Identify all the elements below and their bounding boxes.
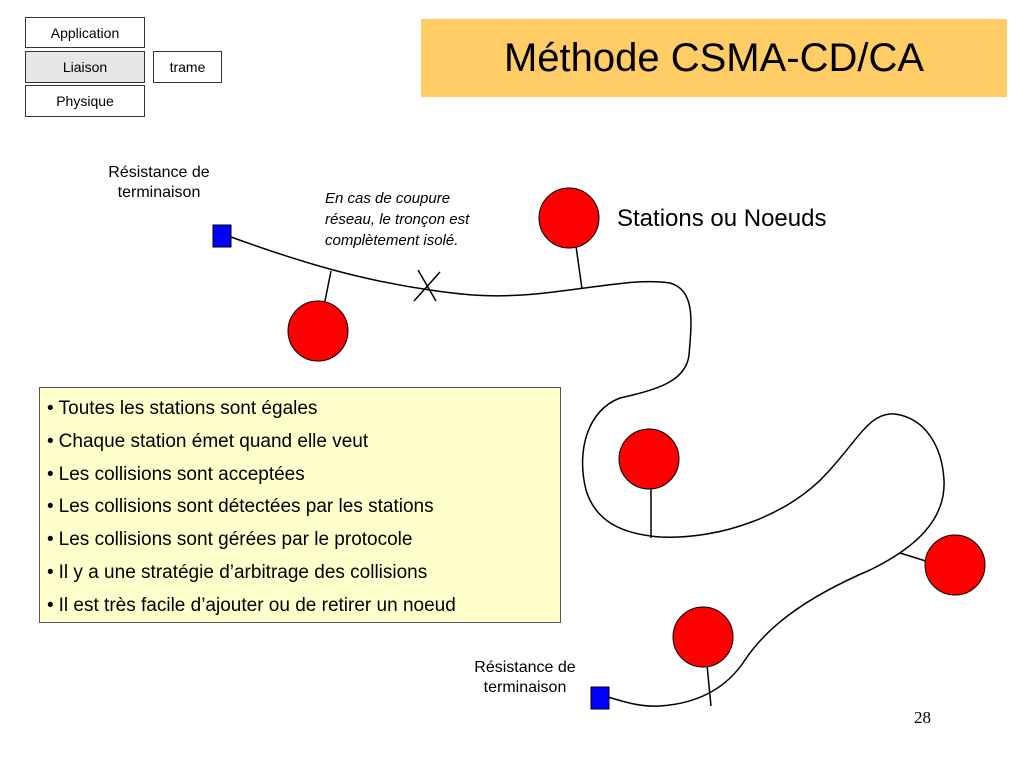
termination-label-bottom-line-2: terminaison	[483, 679, 567, 696]
layer-physique-box: Physique	[25, 85, 145, 117]
trame-label: trame	[169, 59, 206, 75]
cut-note: En cas de coupure réseau, le tronçon est…	[325, 188, 469, 251]
termination-label-top-line-2: terminaison	[117, 184, 201, 201]
layer-application-box: Application	[25, 17, 145, 48]
page-title: Méthode CSMA-CD/CA	[503, 35, 925, 80]
station-node-4	[924, 534, 986, 596]
cut-note-line-3: complètement isolé.	[325, 232, 459, 249]
drop-line-station-5	[706, 664, 712, 707]
cut-note-line-2: réseau, le tronçon est	[325, 211, 470, 228]
features-list: Toutes les stations sont égales Chaque s…	[39, 387, 561, 623]
feature-item: Les collisions sont gérées par le protoc…	[47, 524, 560, 557]
terminator-top	[212, 224, 232, 248]
drop-line-station-2	[575, 245, 583, 290]
feature-item: Les collisions sont détectées par les st…	[47, 491, 560, 524]
termination-label-top: Résistance de terminaison	[92, 163, 226, 203]
station-node-1	[287, 300, 349, 362]
station-node-2	[538, 187, 600, 249]
cut-mark-line-2	[413, 271, 441, 302]
feature-item: Il y a une stratégie d’arbitrage des col…	[47, 557, 560, 590]
page-number: 28	[914, 708, 931, 727]
layer-liaison-label: Liaison	[62, 59, 108, 75]
drop-line-station-1	[324, 270, 332, 302]
bus-cable	[230, 236, 945, 707]
station-node-5	[672, 606, 734, 668]
layer-application-label: Application	[50, 24, 120, 41]
feature-item: Toutes les stations sont égales	[47, 393, 560, 426]
layer-physique-label: Physique	[56, 93, 114, 109]
stations-label: Stations ou Noeuds	[617, 205, 827, 232]
termination-label-top-line-1: Résistance de	[108, 164, 210, 181]
termination-label-bottom-line-1: Résistance de	[474, 659, 576, 676]
feature-item: Les collisions sont acceptées	[47, 459, 560, 492]
cut-note-line-1: En cas de coupure	[325, 190, 451, 207]
layer-liaison-box: Liaison	[25, 51, 145, 83]
drop-line-station-4	[899, 552, 930, 563]
feature-item: Il est très facile d’ajouter ou de retir…	[47, 590, 560, 623]
terminator-bottom	[590, 686, 610, 710]
feature-item: Chaque station émet quand elle veut	[47, 426, 560, 459]
trame-box: trame	[153, 51, 222, 83]
station-node-3	[618, 428, 680, 490]
title-banner: Méthode CSMA-CD/CA	[421, 19, 1007, 97]
termination-label-bottom: Résistance de terminaison	[458, 658, 592, 698]
